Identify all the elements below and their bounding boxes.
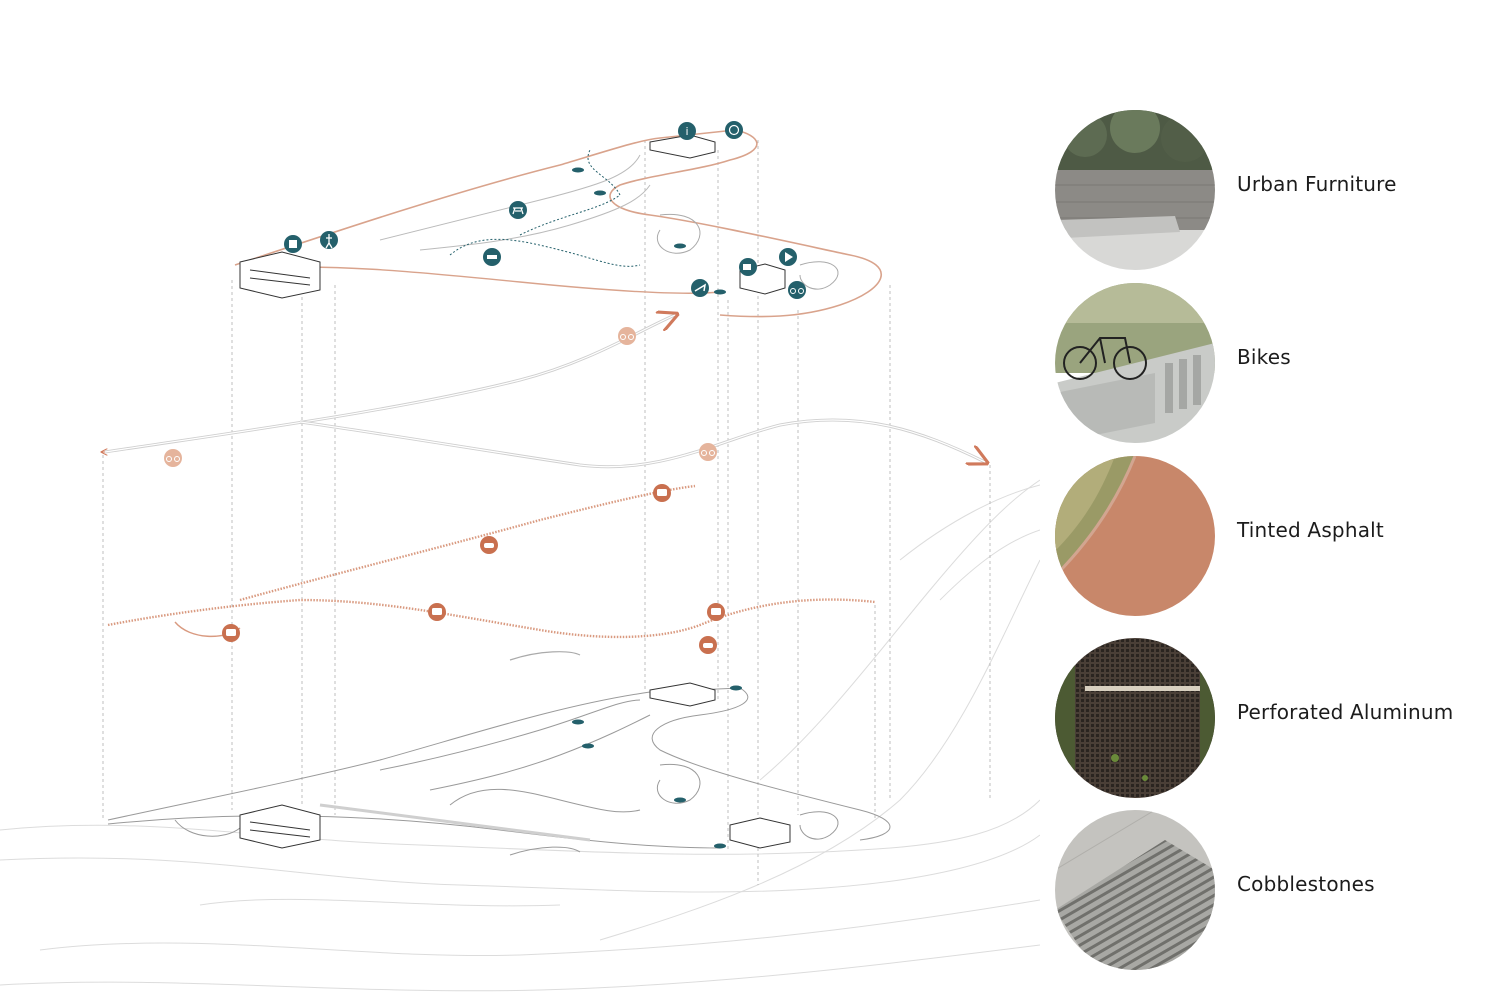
car-icon [699, 636, 717, 654]
bus-icon [222, 624, 240, 642]
cafe-icon [739, 258, 757, 276]
horse-icon [691, 279, 709, 297]
exploded-axonometric-diagram: i [0, 121, 1040, 992]
bus-icon [653, 484, 671, 502]
base-building-left [239, 804, 321, 849]
legend-label-bikes: Bikes [1237, 345, 1291, 369]
legend-item-cobblestones: Cobblestones [1055, 810, 1475, 970]
top-ponds [572, 167, 726, 295]
perforated-aluminum-photo [1055, 638, 1215, 798]
svg-text:i: i [685, 125, 688, 138]
projection-lines [102, 140, 991, 885]
legend-item-tinted-asphalt: Tinted Asphalt [1055, 456, 1475, 616]
bikes-photo [1055, 283, 1215, 443]
cobblestones-photo [1055, 810, 1215, 970]
square-icon [284, 235, 302, 253]
legend-label-perforated-aluminum: Perforated Aluminum [1237, 700, 1454, 724]
bicycle-icon [788, 281, 806, 299]
bike-icon [699, 443, 717, 461]
terrain-lines [0, 479, 1040, 992]
bus-icon [707, 603, 725, 621]
bus-icon [428, 603, 446, 621]
legend-label-cobblestones: Cobblestones [1237, 872, 1375, 896]
legend-item-perforated-aluminum: Perforated Aluminum [1055, 638, 1475, 798]
legend-label-tinted-asphalt: Tinted Asphalt [1237, 518, 1384, 542]
base-ponds [572, 685, 742, 849]
bike-icon [618, 327, 636, 345]
legend-item-urban-furniture: Urban Furniture [1055, 110, 1475, 270]
base-building-right [649, 682, 716, 707]
bike-routes-layer [102, 315, 985, 469]
base-building-small [729, 817, 791, 849]
urban-furniture-photo [1055, 110, 1215, 270]
bike-icon [164, 449, 182, 467]
walking-icon [320, 231, 338, 249]
info-icon: i [678, 122, 696, 140]
play-icon [779, 248, 797, 266]
bench-icon [483, 248, 501, 266]
legend-label-urban-furniture: Urban Furniture [1237, 172, 1397, 196]
globe-icon [725, 121, 743, 139]
base-plan-layer [107, 687, 891, 856]
top-building-left [239, 251, 321, 299]
tinted-asphalt-photo [1055, 456, 1215, 616]
legend-item-bikes: Bikes [1055, 283, 1475, 443]
picnic-table-icon [509, 201, 527, 219]
car-icon [480, 536, 498, 554]
